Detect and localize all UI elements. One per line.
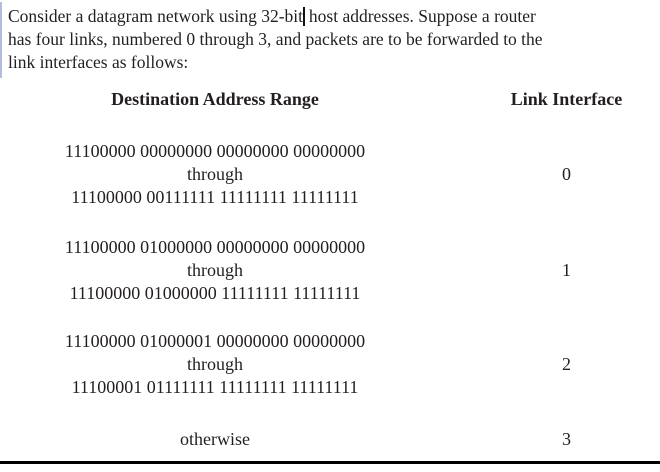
text-cursor[interactable]	[303, 7, 305, 26]
table-row: 11100000 01000000 00000000 00000000 thro…	[20, 236, 640, 305]
paragraph-line-1-text-after-cursor: host addresses. Suppose a router	[304, 6, 536, 26]
problem-statement: Consider a datagram network using 32-bit…	[8, 5, 656, 74]
otherwise-cell: otherwise	[180, 429, 250, 449]
range-start: 11100000 01000000 00000000 00000000	[64, 237, 366, 257]
table-row: 11100000 00000000 00000000 00000000 thro…	[20, 140, 640, 209]
address-range-cell: 11100000 01000001 00000000 00000000 thro…	[20, 330, 410, 399]
paragraph-line-3: link interfaces as follows:	[8, 52, 189, 72]
address-range-cell: 11100000 01000000 00000000 00000000 thro…	[20, 236, 410, 305]
header-link-interface: Link Interface	[510, 89, 623, 109]
range-connector: through	[187, 354, 243, 374]
link-interface-value: 3	[562, 429, 571, 449]
range-connector: through	[187, 164, 243, 184]
left-edge-accent-line	[0, 2, 2, 78]
bottom-horizontal-rule	[0, 461, 660, 464]
range-connector: through	[187, 260, 243, 280]
paragraph-line-2: has four links, numbered 0 through 3, an…	[8, 29, 543, 49]
address-range-cell: 11100000 00000000 00000000 00000000 thro…	[20, 140, 410, 209]
range-start: 11100000 01000001 00000000 00000000	[64, 331, 366, 351]
link-interface-value: 1	[562, 260, 571, 280]
paragraph-line-1-text-before-cursor: Consider a datagram network using 32-bit	[8, 6, 304, 26]
link-interface-value: 2	[562, 354, 571, 374]
table-row-otherwise: otherwise 3	[20, 428, 640, 451]
header-destination-address-range: Destination Address Range	[111, 89, 319, 109]
range-end: 11100001 01111111 11111111 11111111	[71, 377, 359, 397]
range-end: 11100000 00111111 11111111 11111111	[71, 187, 359, 207]
forwarding-table: Destination Address Range Link Interface…	[20, 88, 640, 451]
table-row: 11100000 01000001 00000000 00000000 thro…	[20, 330, 640, 399]
link-interface-value: 0	[562, 164, 571, 184]
range-end: 11100000 01000000 11111111 11111111	[69, 283, 361, 303]
paragraph-line-1: Consider a datagram network using 32-bit…	[8, 5, 656, 28]
table-header-row: Destination Address Range Link Interface	[20, 88, 640, 111]
range-start: 11100000 00000000 00000000 00000000	[64, 141, 366, 161]
